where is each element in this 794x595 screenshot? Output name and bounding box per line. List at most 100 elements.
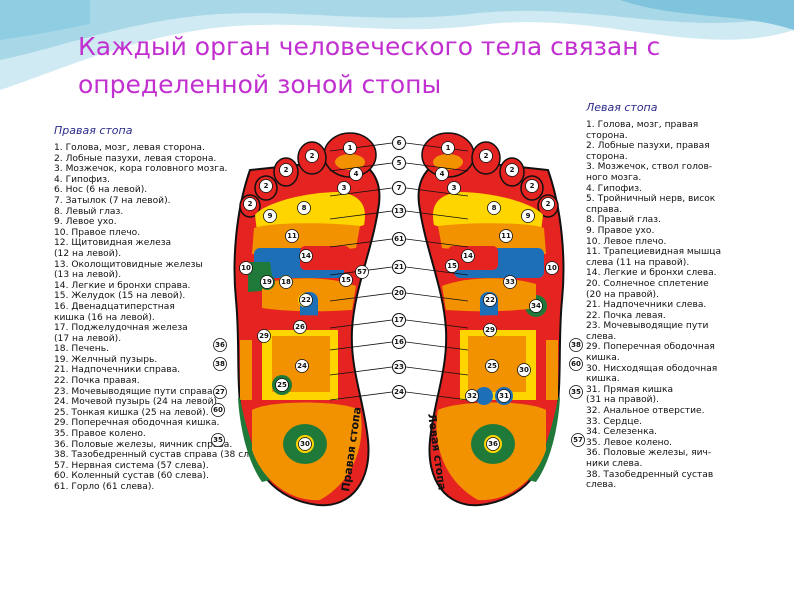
zone-number: 25 xyxy=(277,381,287,389)
zone-label: 4 xyxy=(349,167,363,181)
pointer-line xyxy=(329,391,393,401)
pointer-line xyxy=(405,210,469,220)
zone-number: 60 xyxy=(213,406,223,414)
zone-circle xyxy=(213,385,227,399)
legend-item: 8. Левый глаз. xyxy=(54,206,124,217)
legend-item: 35. Правое колено. xyxy=(54,429,146,440)
legend-item: 24. Мочевой пузырь (24 на левой). xyxy=(54,397,220,408)
zone-circle xyxy=(211,403,225,417)
zone-label: 30 xyxy=(517,363,531,377)
zone-circle xyxy=(259,179,273,193)
legend-item: 5. Тройничный нерв, висок xyxy=(586,194,716,205)
zone-number: 32 xyxy=(467,392,477,400)
legend-item: 17. Поджелудочная железа xyxy=(54,323,188,334)
zone-label: 19 xyxy=(260,275,274,289)
pointer-line xyxy=(329,187,393,197)
zone-circle xyxy=(299,249,313,263)
zone-circle xyxy=(305,149,319,163)
right-foot-legend-heading: Правая стопа xyxy=(54,124,133,137)
zone-label: 36 xyxy=(213,338,227,352)
legend-item: 30. Нисходящая ободочная xyxy=(586,363,718,374)
zone-number: 9 xyxy=(526,212,531,220)
legend-item: 21. Надпочечники справа. xyxy=(54,365,181,376)
zone-number: 1 xyxy=(446,144,451,152)
zone-circle xyxy=(213,338,227,352)
zone-label: 15 xyxy=(339,273,353,287)
zone-circle xyxy=(355,265,369,279)
marker-label: 7 xyxy=(397,184,402,192)
zone-circle xyxy=(337,181,351,195)
legend-item: 61. Горло (61 слева). xyxy=(54,482,155,492)
zone-number: 4 xyxy=(440,170,445,178)
zone-label: 32 xyxy=(465,389,479,403)
zone-label: 30 xyxy=(298,437,312,451)
legend-item: (20 на правой). xyxy=(586,289,659,300)
zone-number: 15 xyxy=(341,276,351,284)
zone-label: 2 xyxy=(259,179,273,193)
zone-label: 9 xyxy=(263,209,277,223)
zone-label: 27 xyxy=(213,385,227,399)
zone-circle xyxy=(499,229,513,243)
center-marker: 24 xyxy=(392,385,406,399)
pointer-line xyxy=(329,292,393,302)
zone-number: 9 xyxy=(268,212,273,220)
marker-circle xyxy=(392,232,406,246)
zone-circle xyxy=(435,167,449,181)
legend-item: ники слева. xyxy=(586,459,643,469)
zone-circle xyxy=(243,197,257,211)
legend-item: 60. Коленный сустав (60 слева). xyxy=(54,471,209,482)
zone-label: 11 xyxy=(285,229,299,243)
legend-item: (13 на левой). xyxy=(54,270,122,281)
zone-label: 3 xyxy=(337,181,351,195)
zone-circle xyxy=(571,433,585,447)
marker-circle xyxy=(392,136,406,150)
zone-circle xyxy=(239,261,253,275)
zone-label: 4 xyxy=(435,167,449,181)
pointer-line xyxy=(329,142,393,152)
pointer-line xyxy=(329,341,393,351)
marker-label: 17 xyxy=(394,316,404,324)
legend-item: 9. Левое ухо. xyxy=(54,217,117,228)
legend-item: 16. Двенадцатиперстная xyxy=(54,301,175,312)
zone-label: 35 xyxy=(569,385,583,399)
zone-circle xyxy=(445,259,459,273)
zone-number: 14 xyxy=(463,252,473,260)
legend-item: 12. Щитовидная железа xyxy=(54,238,172,249)
legend-item: слева. xyxy=(586,480,617,491)
zone-label: 2 xyxy=(305,149,319,163)
zone-circle xyxy=(483,323,497,337)
zone-circle xyxy=(529,299,543,313)
zone-circle xyxy=(297,201,311,215)
marker-circle xyxy=(392,181,406,195)
pointer-line xyxy=(405,366,469,376)
legend-item: 3. Мозжечок, ствол голов- xyxy=(586,162,713,173)
zone-number: 14 xyxy=(301,252,311,260)
zone-circle xyxy=(275,378,289,392)
zone-number: 18 xyxy=(281,278,291,286)
zone-circle xyxy=(569,338,583,352)
zone-label: 2 xyxy=(279,163,293,177)
zone-label: 8 xyxy=(487,201,501,215)
legend-item: 2. Лобные пазухи, правая xyxy=(586,141,710,152)
zone-circle xyxy=(541,197,555,211)
pointer-line xyxy=(329,238,393,248)
zone-number: 10 xyxy=(241,264,251,272)
legend-item: 15. Желудок (15 на левой). xyxy=(54,291,186,302)
zone-number: 8 xyxy=(302,204,307,212)
title-line-2: определенной зоной стопы xyxy=(78,70,442,99)
legend-item: 22. Почка правая. xyxy=(54,376,140,387)
zone-circle xyxy=(211,433,225,447)
center-marker: 20 xyxy=(392,286,406,300)
zone-circle xyxy=(293,320,307,334)
zone-number: 2 xyxy=(530,182,535,190)
zone-circle xyxy=(213,357,227,371)
zone-number: 22 xyxy=(485,296,495,304)
legend-item: 35. Левое колено. xyxy=(586,437,673,448)
zone-number: 22 xyxy=(301,296,311,304)
center-marker: 7 xyxy=(392,181,406,195)
zone-label: 22 xyxy=(483,293,497,307)
zone-circle xyxy=(260,275,274,289)
legend-item: кишка. xyxy=(586,353,620,364)
